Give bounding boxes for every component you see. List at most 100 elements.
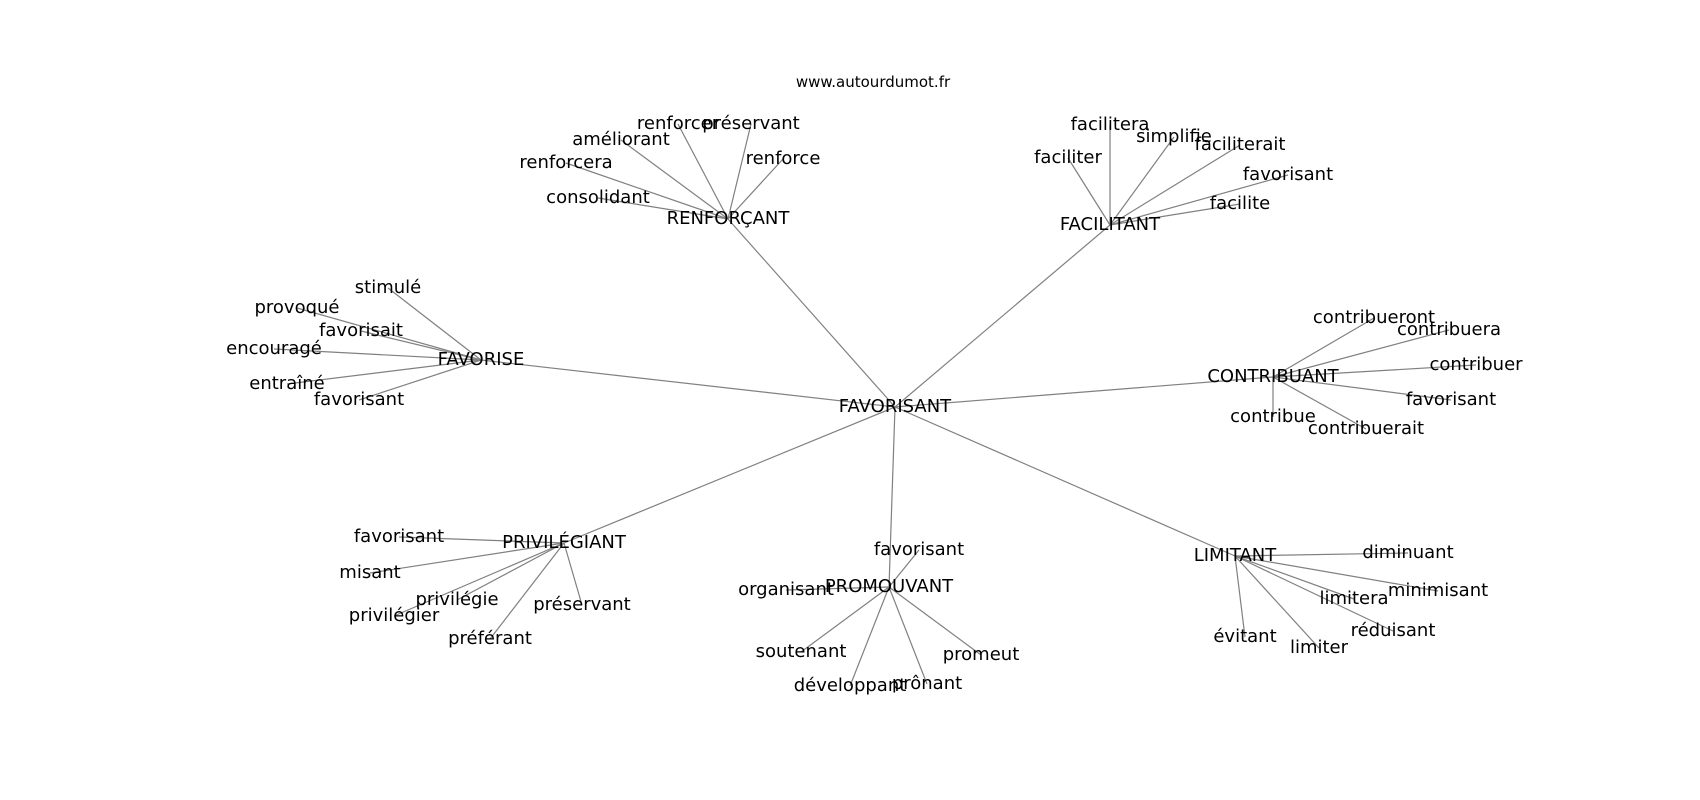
leaf-edge [1272,376,1452,401]
leaf-edge [1234,552,1409,557]
root-edge [563,406,896,544]
leaf-edge [387,287,482,361]
leaf-node[interactable]: favorisant [1243,164,1333,185]
root-edge [727,218,896,408]
leaf-node[interactable]: facilite [1210,193,1270,214]
leaf-edge [727,158,784,220]
hub-node[interactable]: FAVORISE [438,349,525,370]
leaf-node[interactable]: réduisant [1351,620,1436,641]
leaf-edge [296,307,482,361]
leaf-node[interactable]: contribuera [1397,319,1501,340]
leaf-edge [727,123,752,220]
root-node[interactable]: FAVORISANT [839,396,952,417]
leaf-edge [1109,144,1241,226]
leaf-edge [1109,203,1241,226]
leaf-node[interactable]: simplifie [1136,126,1212,147]
root-edge [894,376,1274,408]
leaf-node[interactable]: facilitera [1071,114,1150,135]
leaf-node[interactable]: améliorant [572,129,670,150]
leaf-edge [620,139,729,220]
leaf-edge [565,162,729,220]
leaf-node[interactable]: limitera [1319,588,1388,609]
leaf-node[interactable]: promeut [943,644,1020,665]
leaf-node[interactable]: faciliterait [1195,134,1286,155]
leaf-node[interactable]: contribuer [1429,354,1523,375]
leaf-node[interactable]: minimisant [1388,580,1488,601]
leaf-node[interactable]: provoqué [254,297,339,318]
leaf-edge [888,586,928,685]
leaf-edge [398,536,565,544]
leaf-node[interactable]: prônant [892,673,962,694]
leaf-node[interactable]: diminuant [1362,542,1453,563]
leaf-node[interactable]: encouragé [226,338,322,359]
leaf-edge [273,348,482,361]
leaf-edge [1272,317,1375,378]
leaf-edge [888,549,920,588]
leaf-node[interactable]: misant [339,562,400,583]
leaf-node[interactable]: préservant [702,113,800,134]
leaf-edge [369,542,565,574]
leaf-node[interactable]: favorisait [319,320,403,341]
leaf-node[interactable]: limiter [1290,637,1349,658]
graph-edges [273,123,1477,687]
hub-node[interactable]: PRIVILÉGIANT [502,531,627,553]
leaf-edge [1234,555,1355,600]
leaf-edge [1272,329,1450,378]
leaf-node[interactable]: favorisant [354,526,444,547]
leaf-edge [597,197,729,220]
leaf-edge [360,330,482,361]
leaf-edge [785,586,890,591]
leaf-edge [358,359,482,401]
leaf-node[interactable]: renforcera [519,152,612,173]
hub-node[interactable]: FACILITANT [1060,214,1161,235]
root-edge [894,406,1236,557]
leaf-node[interactable]: évitant [1213,626,1276,647]
leaf-node[interactable]: favorisant [1406,389,1496,410]
leaf-edge [286,359,482,385]
leaf-edge [849,586,890,687]
leaf-node[interactable]: développant [794,675,907,696]
leaf-node[interactable]: renforce [746,148,821,169]
site-url: www.autourdumot.fr [796,73,951,91]
hub-node[interactable]: LIMITANT [1194,545,1278,566]
root-edge [894,224,1111,408]
root-edge [888,406,896,588]
leaf-node[interactable]: organisant [738,579,834,600]
hub-node[interactable]: RENFORÇANT [667,208,791,229]
leaf-edge [393,542,565,617]
leaf-node[interactable]: entraîné [249,373,324,394]
graph-labels: FAVORISANTRENFORÇANTrenforcerpréservanta… [226,113,1523,696]
leaf-edge [800,586,890,653]
leaf-node[interactable]: stimulé [355,277,421,298]
leaf-edge [1272,364,1477,378]
leaf-edge [1067,157,1111,226]
leaf-edge [888,586,982,656]
leaf-node[interactable]: renforcer [637,113,720,134]
leaf-node[interactable]: contribue [1230,406,1316,427]
leaf-node[interactable]: préservant [533,594,631,615]
leaf-node[interactable]: faciliter [1034,147,1102,168]
leaf-node[interactable]: contribuerait [1308,418,1424,439]
leaf-node[interactable]: préférant [448,628,532,649]
hub-node[interactable]: PROMOUVANT [825,576,954,597]
leaf-edge [677,123,729,220]
leaf-node[interactable]: contribueront [1313,307,1435,328]
leaf-node[interactable]: favorisant [314,389,404,410]
leaf-edge [1234,555,1394,632]
leaf-edge [1109,136,1175,226]
leaf-node[interactable]: privilégie [415,589,498,610]
leaf-edge [1234,555,1439,592]
leaf-node[interactable]: soutenant [756,641,847,662]
leaf-edge [1109,174,1289,226]
leaf-node[interactable]: consolidant [546,187,650,208]
leaf-node[interactable]: favorisant [874,539,964,560]
leaf-edge [1234,555,1246,638]
leaf-node[interactable]: privilégier [349,605,440,626]
leaf-edge [563,542,583,606]
leaf-edge [456,542,565,601]
hub-node[interactable]: CONTRIBUANT [1207,366,1339,387]
leaf-edge [489,542,565,640]
leaf-edge [1234,555,1320,649]
root-edge [480,359,896,408]
